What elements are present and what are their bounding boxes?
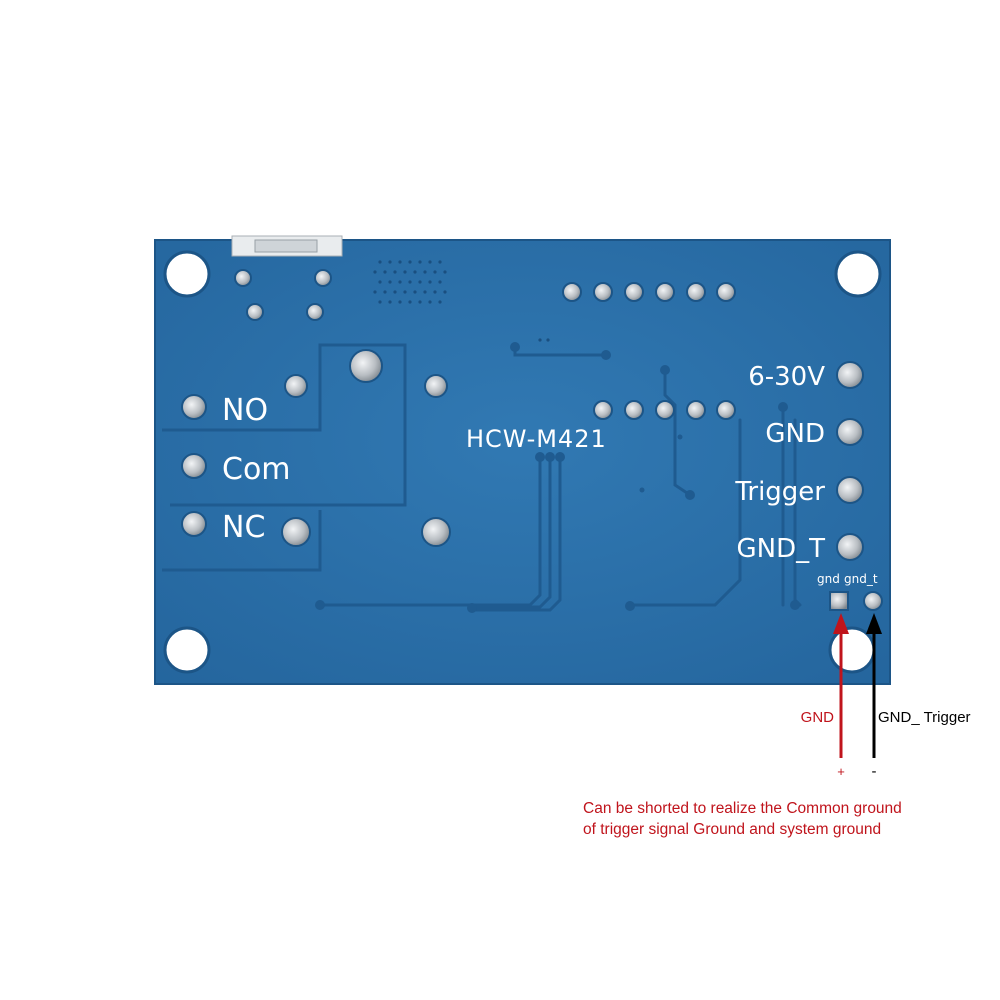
mounting-hole: [828, 626, 876, 674]
minus-sign: -: [872, 763, 877, 780]
terminal-gnd-t-label: GND_T: [737, 534, 826, 564]
plus-sign: +: [837, 764, 845, 779]
terminal-trigger-label: Trigger: [734, 477, 825, 507]
terminal-power-label: 6-30V: [748, 362, 825, 392]
mounting-hole: [163, 626, 211, 674]
wire-annotation: GND GND_ Trigger + - Can be shorted to r…: [583, 613, 971, 838]
terminal-gnd-label: GND: [765, 419, 825, 449]
relay-com-label: Com: [222, 452, 291, 487]
relay-no-label: NO: [222, 393, 268, 428]
relay-nc-label: NC: [222, 510, 265, 545]
note-line-1: Can be shorted to realize the Common gro…: [583, 800, 902, 817]
mounting-hole: [834, 250, 882, 298]
mounting-hole: [163, 250, 211, 298]
gnd-wire-label: GND: [801, 709, 835, 726]
note-line-2: of trigger signal Ground and system grou…: [583, 821, 881, 838]
red-gnd-wire: [833, 613, 849, 758]
jumper-gnd-t-label: gnd_t: [844, 572, 878, 586]
pcb-board: HCW-M421 NO Com NC 6-30V GND Trigger GND…: [154, 235, 891, 685]
solder-pads: [181, 269, 883, 611]
board-model-label: HCW-M421: [466, 425, 607, 453]
arrow-up-icon: [866, 613, 882, 634]
arrow-up-icon: [833, 613, 849, 634]
jumper-gnd-label: gnd: [817, 572, 840, 586]
via-grid: [373, 260, 550, 342]
black-gnd-trigger-wire: [866, 613, 882, 758]
gnd-trigger-wire-label: GND_ Trigger: [878, 709, 971, 726]
